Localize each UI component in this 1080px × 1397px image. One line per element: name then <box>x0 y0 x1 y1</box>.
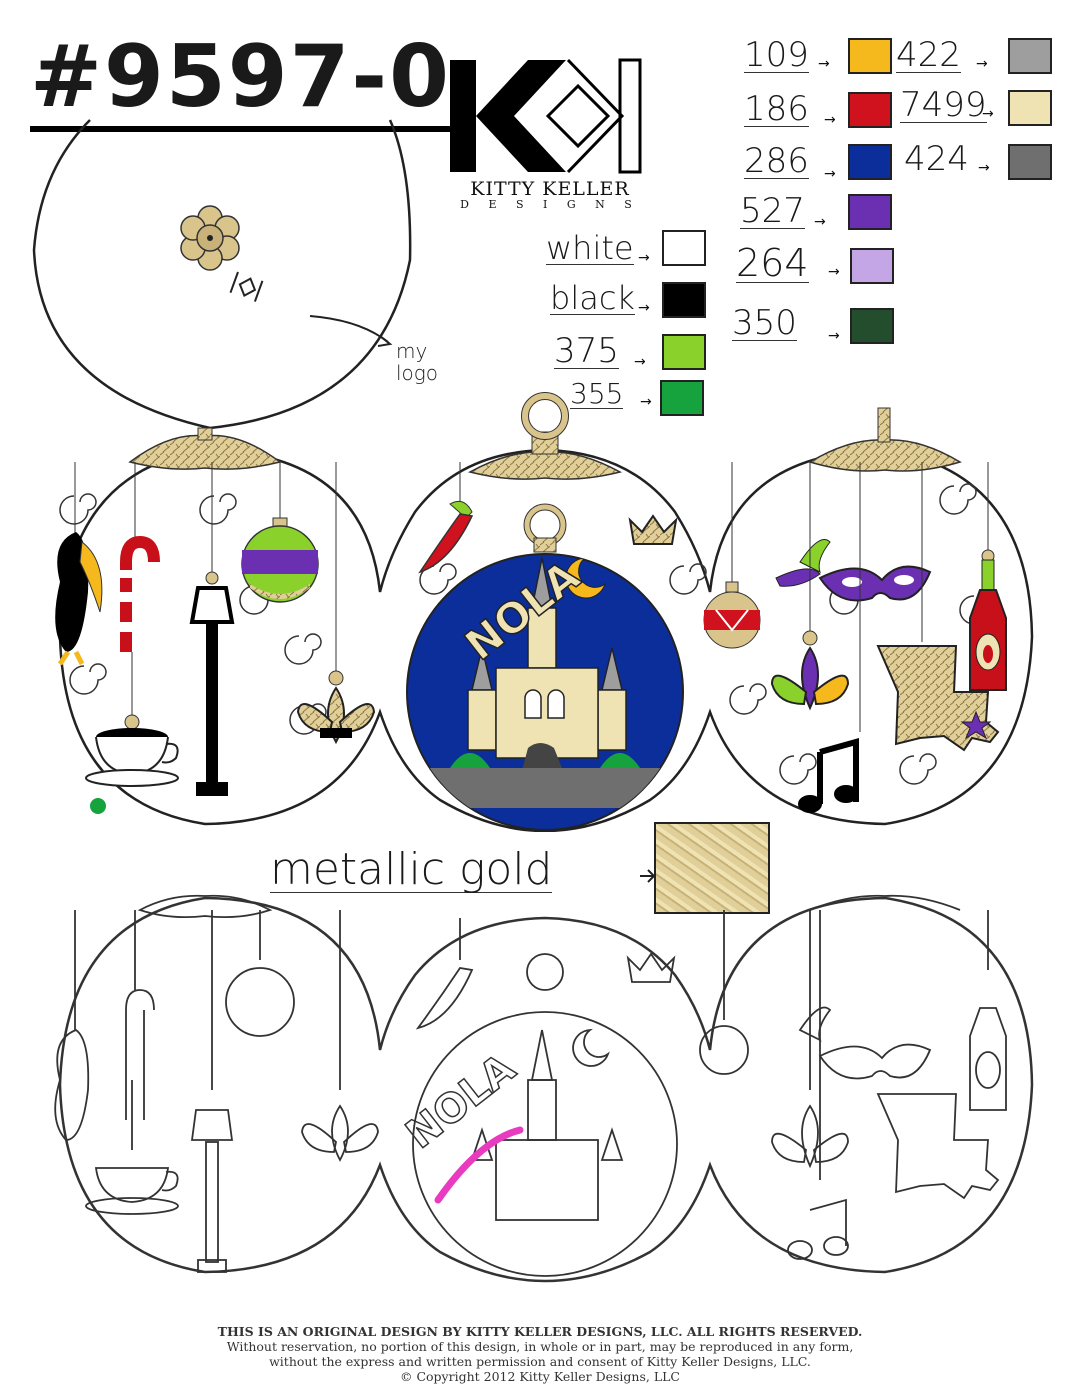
arrow-icon: → <box>818 56 830 72</box>
color-swatch <box>662 230 706 266</box>
teacup-icon <box>85 652 179 787</box>
arrow-icon: → <box>814 214 826 230</box>
color-swatch <box>850 308 894 344</box>
swatch-label: 375 <box>554 331 619 371</box>
toucan-icon <box>55 462 103 666</box>
cap-middle-icon <box>467 451 623 480</box>
footer-line-1: THIS IS AN ORIGINAL DESIGN BY KITTY KELL… <box>217 1324 863 1339</box>
arrow-icon: → <box>634 354 646 370</box>
swatch-label: 109 <box>744 35 809 75</box>
arrow-icon: → <box>824 166 836 182</box>
brand-subtitle: D E S I G N S <box>460 198 640 211</box>
swatch-label: 7499 <box>900 85 987 125</box>
arrow-icon: → <box>640 394 652 410</box>
brand-logo-mark <box>450 58 642 174</box>
footer-line-2: Without reservation, no portion of this … <box>226 1339 854 1354</box>
colored-ornament-strip: NOLA <box>55 392 1034 832</box>
color-swatch <box>850 248 894 284</box>
footer-line-3: without the express and written permissi… <box>269 1354 811 1369</box>
crown-icon <box>628 514 678 545</box>
metallic-gold-swatch <box>654 822 770 914</box>
arrow-icon: → <box>638 300 650 316</box>
arrow-icon: → <box>982 106 994 122</box>
fleur-de-lis-icon <box>296 462 376 745</box>
swatch-label: 186 <box>744 89 809 129</box>
copyright-footer: THIS IS AN ORIGINAL DESIGN BY KITTY KELL… <box>0 1324 1080 1384</box>
swatch-label: 355 <box>570 377 624 410</box>
color-swatch <box>848 92 892 128</box>
swatch-label: 286 <box>744 141 809 181</box>
swatch-label: white <box>546 229 634 267</box>
moon-icon <box>565 557 606 599</box>
arrow-icon: → <box>824 112 836 128</box>
flower-icon <box>180 205 240 271</box>
louisiana-state-icon <box>876 462 1000 752</box>
color-swatch <box>1008 90 1052 126</box>
pink-marker-stroke <box>434 1126 524 1204</box>
arrow-icon: → <box>638 250 650 266</box>
music-note-icon <box>798 462 861 813</box>
color-swatch <box>662 282 706 318</box>
swatch-label: black <box>550 279 635 317</box>
round-ornament-icon <box>241 462 319 603</box>
fleur-de-lis-color-icon <box>770 462 850 711</box>
arrow-icon: → <box>828 264 840 280</box>
leaf-icon <box>90 798 106 814</box>
arrow-icon: → <box>978 160 990 176</box>
swatch-label: 264 <box>736 241 809 285</box>
mardi-gras-mask-icon <box>775 539 932 602</box>
color-swatch <box>848 144 892 180</box>
swatch-label: 527 <box>740 191 805 231</box>
footer-line-4: © Copyright 2012 Kitty Keller Designs, L… <box>399 1369 680 1384</box>
color-swatch <box>1008 144 1052 180</box>
color-swatch <box>1008 38 1052 74</box>
cathedral-icon <box>467 557 627 759</box>
my-logo-note: my logo <box>396 339 439 385</box>
hot-sauce-bottle-icon <box>969 462 1007 691</box>
metallic-gold-label: metallic gold <box>270 844 553 895</box>
back-circle-sketch <box>32 119 412 430</box>
color-swatch <box>848 194 892 230</box>
striped-ornament-icon <box>703 462 761 649</box>
brand-name: KITTY KELLER <box>470 178 630 200</box>
cap-left-icon <box>128 434 282 470</box>
candy-cane-icon <box>120 462 160 652</box>
small-logo-icon <box>229 271 264 302</box>
outline-ornament-strip: NOLA <box>54 894 1034 1283</box>
lamp-post-icon <box>189 462 235 796</box>
swatch-label: 424 <box>904 139 969 179</box>
swatch-label: 422 <box>896 35 961 75</box>
color-swatch <box>660 380 704 416</box>
nola-ornament: NOLA <box>406 503 684 831</box>
nola-outline-text: NOLA <box>398 1045 524 1158</box>
arrow-icon: → <box>828 328 840 344</box>
arrow-icon: → <box>976 56 988 72</box>
color-swatch <box>848 38 892 74</box>
cap-right-icon <box>808 439 962 472</box>
chili-pepper-icon <box>418 462 474 574</box>
design-number: #9597-0 <box>30 34 451 132</box>
swatch-label: 350 <box>732 303 797 343</box>
color-swatch <box>662 334 706 370</box>
